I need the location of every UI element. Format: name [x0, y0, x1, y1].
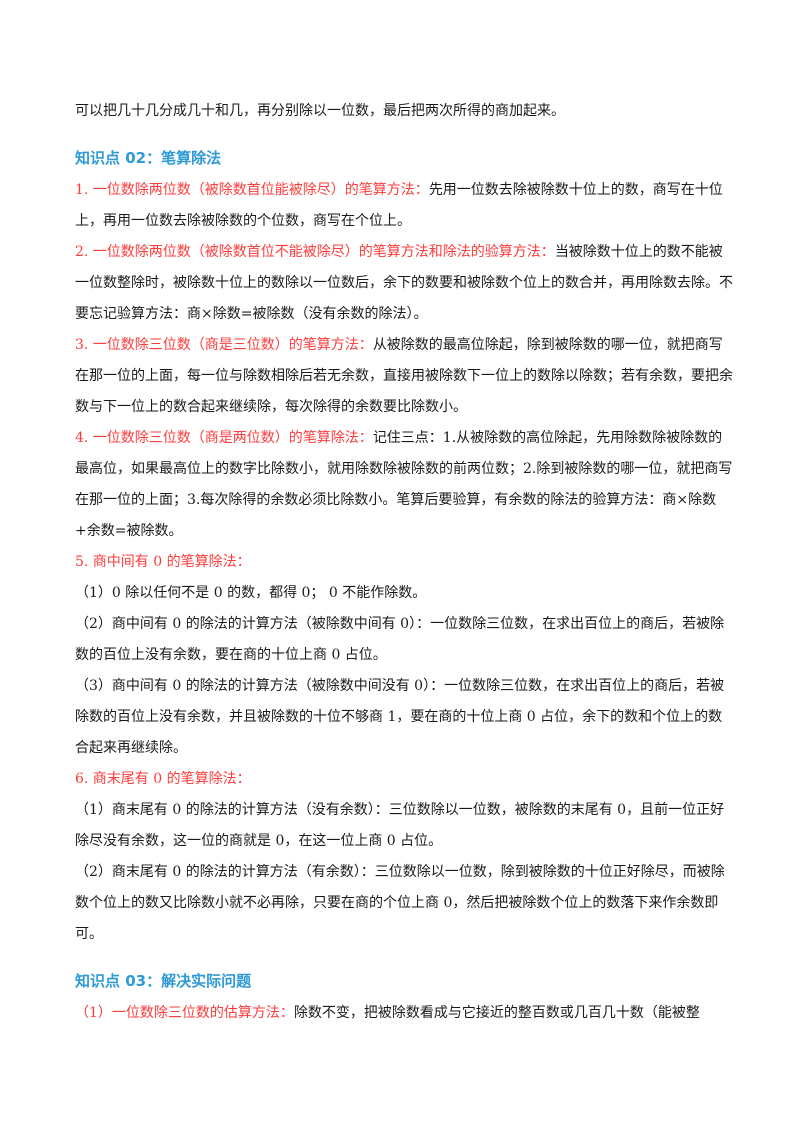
item-1: 1. 一位数除两位数（被除数首位能被除尽）的笔算方法：先用一位数去除被除数十位上…: [75, 175, 735, 237]
item-2-text: 当被除数十位上的数不能被一位数整除时，被除数十位上的数除以一位数后，余下的数要和…: [75, 244, 733, 322]
item-6-label: 6. 商末尾有 0 的笔算除法：: [75, 771, 251, 787]
section-heading-3: 知识点 03：解决实际问题: [75, 972, 252, 990]
document-page: 可以把几十几分成几十和几，再分别除以一位数，最后把两次所得的商加起来。 知识点 …: [75, 96, 735, 1029]
intro-paragraph: 可以把几十几分成几十和几，再分别除以一位数，最后把两次所得的商加起来。: [75, 103, 565, 119]
item-4: 4. 一位数除三位数（商是两位数）的笔算除法：记住三点：1.从被除数的高位除起，…: [75, 423, 735, 547]
item-6-sub-2: （2）商末尾有 0 的除法的计算方法（有余数）：三位数除以一位数，除到被除数的十…: [75, 864, 725, 942]
item-4-label: 4. 一位数除三位数（商是两位数）的笔算除法：: [75, 430, 373, 446]
item-6-sub-1: （1）商末尾有 0 的除法的计算方法（没有余数）：三位数除以一位数，被除数的末尾…: [75, 802, 725, 849]
item-3-label: 3. 一位数除三位数（商是三位数）的笔算方法：: [75, 337, 373, 353]
section-3-item-1-text: 除数不变，把被除数看成与它接近的整百数或几百几十数（能被整: [293, 1005, 700, 1021]
item-5-label: 5. 商中间有 0 的笔算除法：: [75, 554, 251, 570]
item-2: 2. 一位数除两位数（被除数首位不能被除尽）的笔算方法和除法的验算方法：当被除数…: [75, 237, 735, 330]
item-3: 3. 一位数除三位数（商是三位数）的笔算方法：从被除数的最高位除起，除到被除数的…: [75, 330, 735, 423]
item-2-label: 2. 一位数除两位数（被除数首位不能被除尽）的笔算方法和除法的验算方法：: [75, 244, 555, 260]
item-5-sub-1: （1）0 除以任何不是 0 的数，都得 0； 0 不能作除数。: [75, 585, 427, 601]
item-5-sub-3: （3）商中间有 0 的除法的计算方法（被除数中间没有 0）：一位数除三位数，在求…: [75, 678, 725, 756]
item-4-text: 记住三点：1.从被除数的高位除起，先用除数除被除数的最高位，如果最高位上的数字比…: [75, 430, 733, 539]
item-1-label: 1. 一位数除两位数（被除数首位能被除尽）的笔算方法：: [75, 182, 429, 198]
section-3-item-1-label: （1）一位数除三位数的估算方法：: [75, 1005, 294, 1021]
item-1-text: 先用一位数去除被除数十位上的数，商写在十位上，再用一位数去除被除数的个位数，商写…: [75, 182, 723, 229]
item-5-sub-2: （2）商中间有 0 的除法的计算方法（被除数中间有 0）：一位数除三位数，在求出…: [75, 616, 725, 663]
section-3-item-1: （1）一位数除三位数的估算方法：除数不变，把被除数看成与它接近的整百数或几百几十…: [75, 998, 735, 1029]
section-heading-2: 知识点 02：笔算除法: [75, 149, 222, 167]
item-3-text: 从被除数的最高位除起，除到被除数的哪一位，就把商写在那一位的上面，每一位与除数相…: [75, 337, 733, 415]
